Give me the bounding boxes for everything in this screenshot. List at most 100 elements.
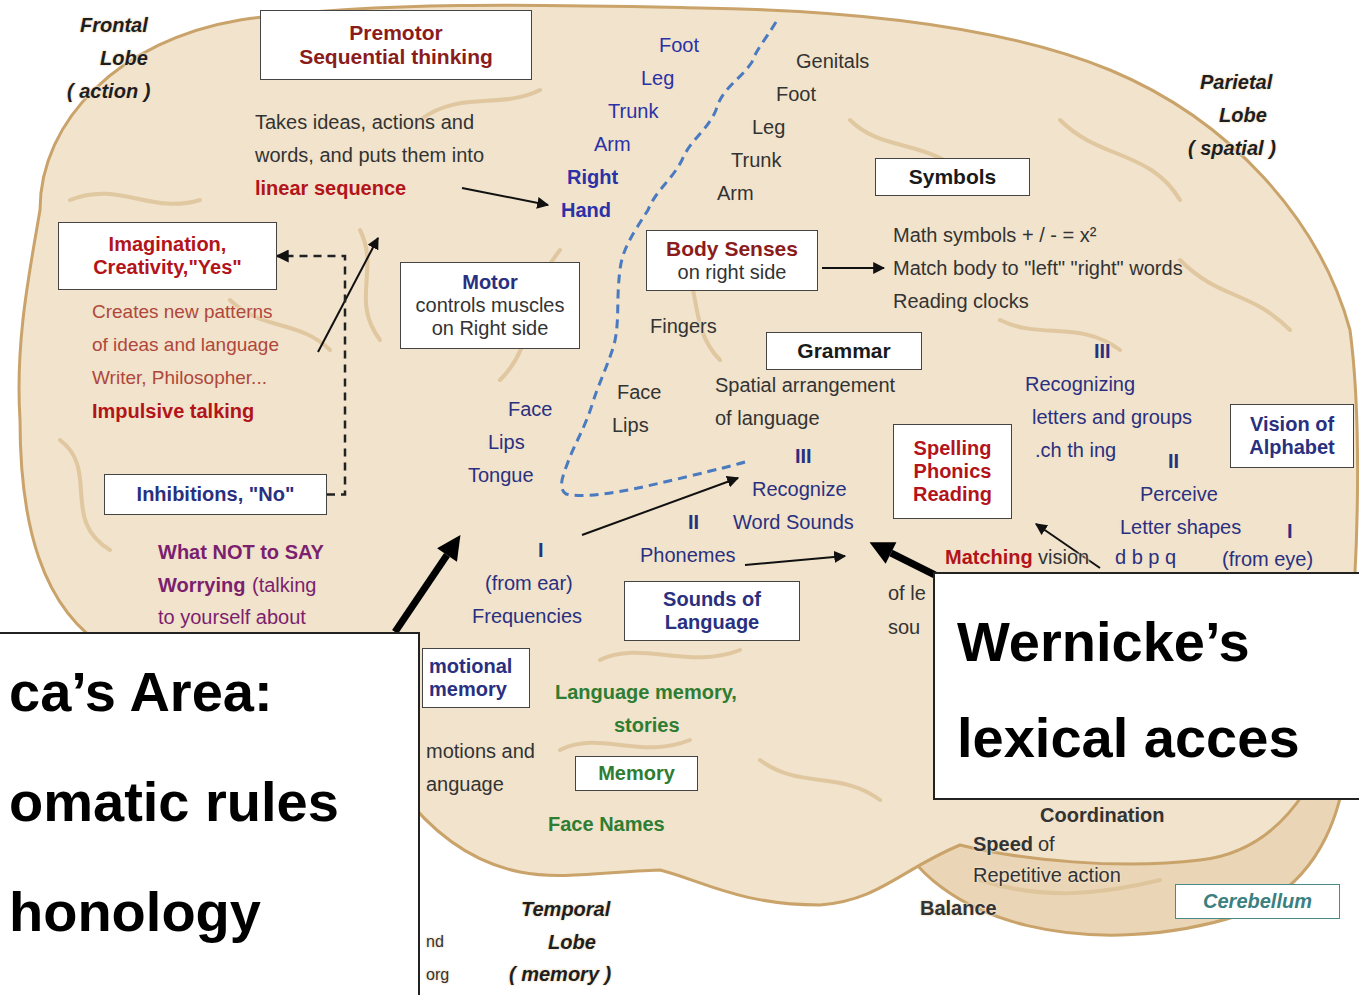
brain-label: Frequencies xyxy=(472,605,582,628)
brain-label: Lips xyxy=(612,414,649,437)
box-text: controls muscles on Right side xyxy=(407,294,573,340)
leader-arrow xyxy=(462,188,548,205)
brain-label: linear sequence xyxy=(255,177,406,200)
brain-label: Leg xyxy=(752,116,785,139)
leader-arrow xyxy=(745,556,845,565)
brain-label: d b p q xyxy=(1115,546,1176,569)
brain-label: (from ear) xyxy=(485,572,573,595)
box-text: Symbols xyxy=(882,165,1023,189)
brain-label: Parietal xyxy=(1200,71,1272,94)
brain-label: ( action ) xyxy=(67,80,150,103)
brain-label: (from eye) xyxy=(1222,548,1313,571)
box-text: motional memory xyxy=(429,655,523,701)
brain-label: Balance xyxy=(920,897,997,920)
brain-label: Trunk xyxy=(608,100,658,123)
label-box: Sounds of Language xyxy=(624,581,800,641)
brain-label: Lobe xyxy=(548,931,596,954)
brain-label: Face xyxy=(617,381,661,404)
leader-arrow xyxy=(822,267,884,269)
brain-label: Creates new patterns xyxy=(92,301,273,323)
box-text: Sequential thinking xyxy=(267,45,525,69)
brain-label: ( spatial ) xyxy=(1188,137,1276,160)
box-text: Premotor xyxy=(267,21,525,45)
brain-label: Word Sounds xyxy=(733,511,854,534)
brain-label: II xyxy=(688,511,699,534)
brain-label: I xyxy=(538,539,544,562)
label-box: Wernicke’s lexical acces xyxy=(933,572,1359,800)
brain-label: Trunk xyxy=(731,149,781,172)
brain-label: of language xyxy=(715,407,820,430)
box-text: Vision of Alphabet xyxy=(1237,413,1347,459)
brain-label: sou xyxy=(888,616,920,639)
brain-label: Temporal xyxy=(521,898,610,921)
box-text: Sounds of Language xyxy=(631,588,793,634)
brain-label: Spatial arrangement xyxy=(715,374,895,397)
brain-label: Leg xyxy=(641,67,674,90)
brain-label: What NOT to SAY xyxy=(158,541,324,564)
brain-label: Hand xyxy=(561,199,611,222)
brain-label: Fingers xyxy=(650,315,717,338)
box-text: Cerebellum xyxy=(1182,890,1333,913)
brain-label: Perceive xyxy=(1140,483,1218,506)
brain-label: Reading clocks xyxy=(893,290,1029,313)
label-box: Grammar xyxy=(766,332,922,370)
label-box: Imagination, Creativity,"Yes" xyxy=(58,222,277,290)
label-box: Memory xyxy=(575,756,698,791)
brain-label: Letter shapes xyxy=(1120,516,1241,539)
brain-label: Writer, Philosopher... xyxy=(92,367,267,389)
brain-label: Coordination xyxy=(1040,804,1164,827)
leader-arrow xyxy=(1036,524,1100,568)
brain-label: (talking xyxy=(252,574,316,597)
box-text: on right side xyxy=(653,261,811,284)
brain-label: letters and groups xyxy=(1032,406,1192,429)
brain-label: motions and xyxy=(426,740,535,763)
brain-label: Genitals xyxy=(796,50,869,73)
brain-label: Recognize xyxy=(752,478,847,501)
brain-label: Repetitive action xyxy=(973,864,1121,887)
box-text: Spelling Phonics Reading xyxy=(900,437,1005,506)
brain-label: III xyxy=(795,445,812,468)
brain-label: Math symbols + / - = x² xyxy=(893,224,1096,247)
box-text: Imagination, Creativity,"Yes" xyxy=(65,233,270,279)
brain-label: vision xyxy=(1038,546,1089,569)
box-text: ca’s Area: omatic rules honology xyxy=(9,637,412,967)
brain-label: Lobe xyxy=(100,47,148,70)
brain-label: Arm xyxy=(594,133,631,156)
brain-label: of le xyxy=(888,582,926,605)
brain-label: org xyxy=(426,966,449,984)
brain-label: .ch th ing xyxy=(1035,439,1116,462)
brain-label: nd xyxy=(426,933,444,951)
box-text: Wernicke’s lexical acces xyxy=(957,594,1355,786)
brain-label: stories xyxy=(614,714,680,737)
box-text: Inhibitions, "No" xyxy=(111,483,320,506)
brain-label: anguage xyxy=(426,773,504,796)
brain-label: Speed xyxy=(973,833,1033,856)
label-box: PremotorSequential thinking xyxy=(260,10,532,80)
brain-label: Language memory, xyxy=(555,681,737,704)
brain-label: Lobe xyxy=(1219,104,1267,127)
leader-arrow xyxy=(318,238,378,352)
dashed-connector xyxy=(277,256,345,495)
brain-label: Phonemes xyxy=(640,544,736,567)
brain-label: words, and puts them into xyxy=(255,144,484,167)
brain-label: Matching xyxy=(945,546,1033,569)
brain-label: ( memory ) xyxy=(509,963,611,986)
label-box: ca’s Area: omatic rules honology xyxy=(0,632,420,995)
leader-arrows xyxy=(318,188,1100,568)
label-box: motional memory xyxy=(422,648,530,708)
label-box: Symbols xyxy=(875,158,1030,196)
box-text: Motor xyxy=(407,271,573,294)
label-box: Motorcontrols muscles on Right side xyxy=(400,262,580,349)
brain-label: Frontal xyxy=(80,14,148,37)
brain-label: of ideas and language xyxy=(92,334,279,356)
label-box: Vision of Alphabet xyxy=(1230,404,1354,468)
brain-label: Foot xyxy=(659,34,699,57)
brain-label: Face Names xyxy=(548,813,665,836)
brain-label: to yourself about xyxy=(158,606,306,629)
brain-label: Arm xyxy=(717,182,754,205)
brain-label: Lips xyxy=(488,431,525,454)
area-pointer-arrow xyxy=(395,555,447,632)
brain-label: Right xyxy=(567,166,618,189)
